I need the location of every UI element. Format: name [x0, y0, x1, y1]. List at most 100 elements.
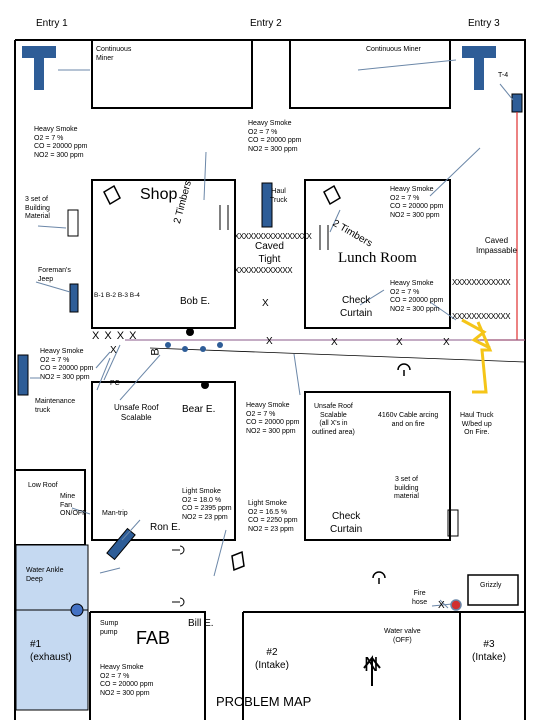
check-curtain-top-label: Check Curtain [340, 295, 373, 319]
exit-3-label: #3 (Intake) [472, 639, 506, 663]
x-blocks-label: X X X X [92, 330, 138, 342]
lightning-icon [461, 318, 491, 350]
reading-light-1: Light Smoke O2 = 18.0 % CO = 2395 ppm NO… [182, 488, 232, 521]
x-mark-1: X [110, 345, 117, 356]
person-ron-label: Ron E. [150, 522, 181, 533]
mine-fan-label: Mine Fan ON/OFF [60, 493, 87, 517]
miner-right-label: Continuous Miner [366, 46, 421, 53]
person-bob-label: Bob E. [180, 296, 211, 307]
reading-5: Heavy Smoke O2 = 7 % CO = 20000 ppm NO2 … [40, 348, 94, 381]
pillar-shop [91, 179, 236, 329]
cable-fire-label: 4160v Cable arcing and on fire [378, 412, 439, 428]
x-mark-2: X [262, 298, 269, 309]
curtain-icon [372, 571, 386, 584]
reading-2: Heavy Smoke O2 = 7 % CO = 20000 ppm NO2 … [248, 120, 302, 153]
block-dot [200, 346, 206, 352]
water-area [15, 544, 89, 711]
pillar-mid-right [304, 391, 451, 541]
block-dot [217, 342, 223, 348]
maintenance-truck-icon [17, 354, 29, 396]
reading-4: Heavy Smoke O2 = 7 % CO = 20000 ppm NO2 … [390, 280, 444, 313]
x-mark-3: X [266, 336, 273, 347]
person-icon [172, 545, 185, 555]
exit-1-label: #1 (exhaust) [30, 639, 72, 663]
reading-7: Heavy Smoke O2 = 7 % CO = 20000 ppm NO2 … [100, 664, 154, 697]
check-curtain-bottom-label: Check Curtain [330, 511, 363, 535]
caved-xs-lower: XXXXXXXXXXXX [234, 266, 293, 275]
water-valve-label: Water valve (OFF) [384, 628, 421, 644]
reading-1: Heavy Smoke O2 = 7 % CO = 20000 ppm NO2 … [34, 126, 88, 159]
north-arrow-icon [363, 655, 381, 686]
pointer-arrows [30, 59, 514, 607]
blocks-label: B-1 B-2 B-3 B-4 [94, 292, 140, 299]
water-ankle-deep-label: Water Ankle Deep [26, 567, 64, 583]
building-material-left-label: 3 set of Building Material [25, 196, 50, 220]
maintenance-truck-label: Maintenance truck [35, 398, 76, 414]
shop-label: Shop [140, 186, 178, 203]
unsafe-roof-right-label: Unsafe Roof Scalable (all X's in outline… [312, 403, 355, 436]
haul-truck-fire-label: Haul Truck W/bed up On Fire. [460, 412, 494, 436]
pillar-mid-left [91, 381, 236, 541]
b-label: B [149, 348, 162, 356]
x-mark-7: X [438, 600, 445, 611]
person-bill-label: Bill E. [188, 618, 214, 629]
caved-impassable-label: Caved Impassable [476, 236, 517, 255]
low-roof-label: Low Roof [28, 482, 58, 489]
bob-marker-icon [186, 328, 194, 336]
problem-map-title: PROBLEM MAP [216, 694, 312, 709]
water-valve-icon [450, 599, 462, 611]
haul-truck-icon [261, 182, 273, 228]
person-bear-label: Bear E. [182, 404, 216, 415]
sump-pump-label: Sump pump [100, 620, 119, 636]
entry-3-label: Entry 3 [468, 18, 500, 29]
stopping-icon [103, 184, 121, 206]
man-trip-label: Man-trip [102, 510, 128, 517]
fire-hose-label: Fire hose [412, 590, 428, 606]
miner-right-icon [462, 46, 496, 90]
pillar-top-right [289, 39, 451, 109]
grizzly-label: Grizzly [480, 582, 502, 589]
wall-center-lower [89, 611, 206, 720]
x-mark-6: X [443, 337, 450, 348]
reading-light-2: Light Smoke O2 = 16.5 % CO = 2250 ppm NO… [248, 500, 298, 533]
stopping-icon [231, 550, 245, 572]
entry-1-label: Entry 1 [36, 18, 68, 29]
entry-2-label: Entry 2 [250, 18, 282, 29]
foremans-jeep-label: Foreman's Jeep [38, 267, 71, 283]
wall-right-lower [242, 611, 525, 720]
pillar-top-left [91, 39, 253, 109]
t4-label: T-4 [498, 72, 509, 79]
fire-hazard-marker [472, 321, 493, 394]
impassable-xs-lower: XXXXXXXXXXXX [452, 312, 511, 321]
stopping-icon [323, 184, 341, 206]
block-dot [182, 346, 188, 352]
lunch-room-label: Lunch Room [338, 250, 417, 266]
bear-marker-icon [201, 381, 209, 389]
person-icon [172, 597, 185, 607]
caved-xs-upper: XXXXXXXXXXXXXXXX [234, 232, 312, 241]
reading-3: Heavy Smoke O2 = 7 % CO = 20000 ppm NO2 … [390, 186, 444, 219]
building-material-icon [67, 209, 79, 237]
impassable-xs-upper: XXXXXXXXXXXX [452, 278, 511, 287]
block-dot [165, 342, 171, 348]
north-label: N [364, 654, 379, 676]
grizzly-icon [467, 574, 519, 606]
caved-tight-label: Caved Tight [255, 241, 284, 265]
power-line-2 [149, 347, 526, 363]
curtain-icon [397, 363, 411, 376]
pillar-lunch-room [304, 179, 451, 329]
unsafe-roof-left-label: Unsafe Roof Scalable [114, 403, 159, 422]
miner-left-label: Continuous Miner [96, 46, 132, 62]
x-mark-4: X [331, 337, 338, 348]
reading-6: Heavy Smoke O2 = 7 % CO = 20000 ppm NO2 … [246, 402, 300, 435]
haul-truck-label: Haul Truck [270, 188, 288, 204]
x-mark-5: X [396, 337, 403, 348]
fab-label: FAB [136, 628, 171, 648]
fire-hose-line [439, 599, 449, 609]
building-material-icon-right [447, 509, 459, 537]
foremans-jeep-icon [69, 283, 79, 313]
exit-2-label: #2 (Intake) [255, 647, 289, 671]
man-trip-icon [106, 527, 136, 561]
t4-equipment-icon [511, 93, 523, 113]
